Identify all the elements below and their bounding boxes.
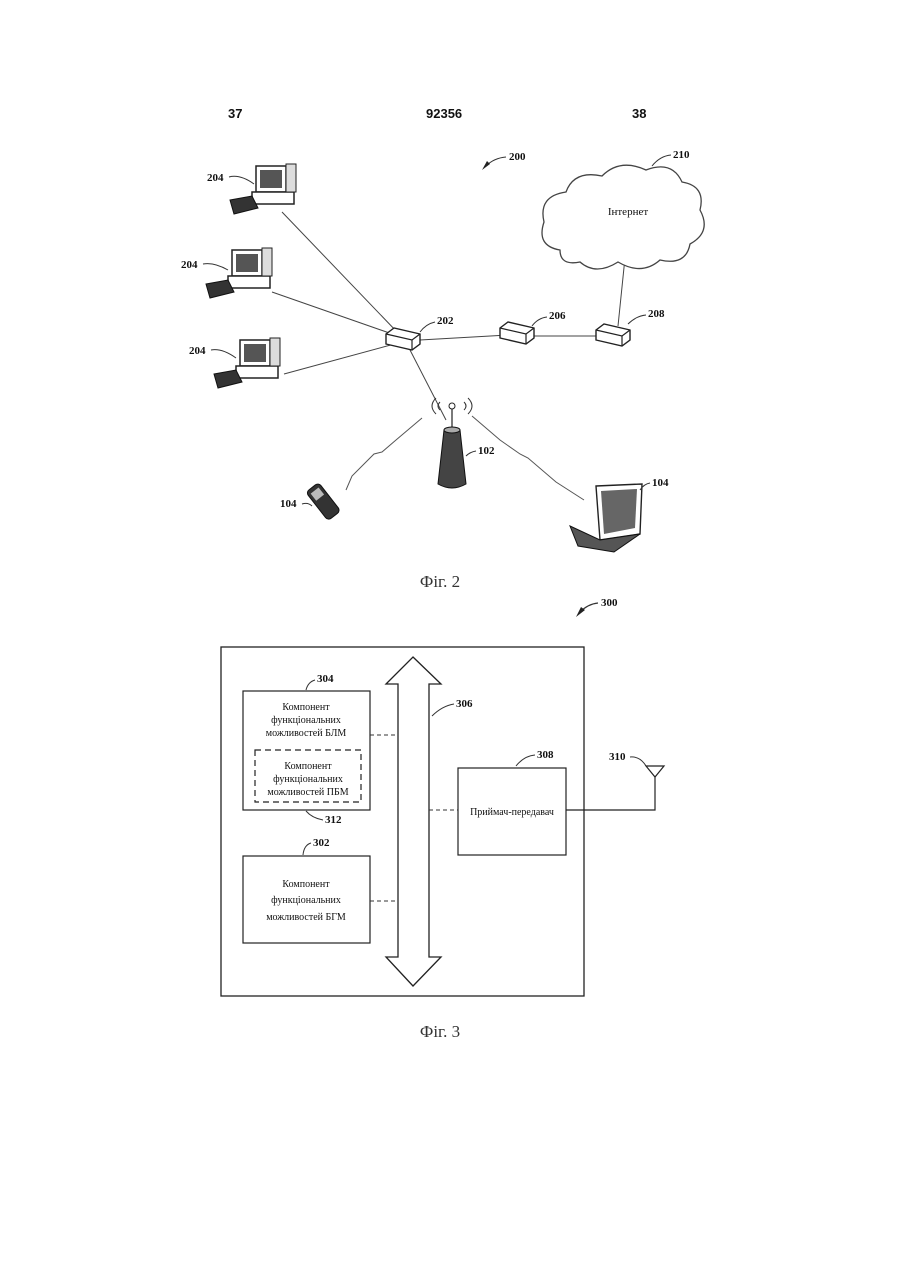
cloud-label: Інтернет — [608, 206, 649, 218]
ref-204: 204 — [189, 345, 206, 357]
bgm-text-line: Компонент — [282, 879, 330, 890]
ref-312: 312 — [325, 814, 342, 826]
bgm-text-line: функціональних — [271, 895, 341, 906]
blm-text-line: функціональних — [271, 715, 341, 726]
figure-3-caption: Фіг. 3 — [420, 1022, 460, 1041]
ref-202: 202 — [437, 315, 454, 327]
ref-104: 104 — [280, 498, 297, 510]
modem-icon — [500, 322, 534, 344]
desktop-computer-icon — [214, 338, 280, 388]
figure-2-caption: Фіг. 2 — [420, 572, 460, 591]
ref-204: 204 — [207, 172, 224, 184]
blm-text-line: можливостей БЛМ — [266, 728, 347, 739]
figure-2: 204 204 204 202 206 208 Інтернет 210 200 — [181, 149, 704, 591]
ref-308: 308 — [537, 749, 554, 761]
ref-204: 204 — [181, 259, 198, 271]
ref-302: 302 — [313, 837, 330, 849]
pbm-text-line: функціональних — [273, 774, 343, 785]
ref-310: 310 — [609, 751, 626, 763]
desktop-computer-icon — [230, 164, 296, 214]
transceiver-label: Приймач-передавач — [470, 807, 554, 818]
blm-text-line: Компонент — [282, 702, 330, 713]
ref-304: 304 — [317, 673, 334, 685]
antenna-icon — [646, 766, 664, 777]
ref-306: 306 — [456, 698, 473, 710]
network-hub-icon — [386, 328, 420, 350]
pbm-text-line: Компонент — [284, 761, 332, 772]
ref-102: 102 — [478, 445, 495, 457]
ref-208: 208 — [648, 308, 665, 320]
ref-200: 200 — [509, 151, 526, 163]
pbm-text-line: можливостей ПБМ — [267, 787, 348, 798]
ref-210: 210 — [673, 149, 690, 161]
base-station-icon — [432, 398, 472, 488]
laptop-icon — [570, 484, 642, 552]
router-icon — [596, 324, 630, 346]
bgm-text-line: можливостей БГМ — [266, 912, 346, 923]
ref-300: 300 — [601, 597, 618, 609]
mobile-phone-icon — [306, 482, 341, 520]
ref-206: 206 — [549, 310, 566, 322]
ref-104: 104 — [652, 477, 669, 489]
desktop-computer-icon — [206, 248, 272, 298]
figure-3: 300 306 Компонент функціональних можливо… — [221, 597, 664, 1041]
